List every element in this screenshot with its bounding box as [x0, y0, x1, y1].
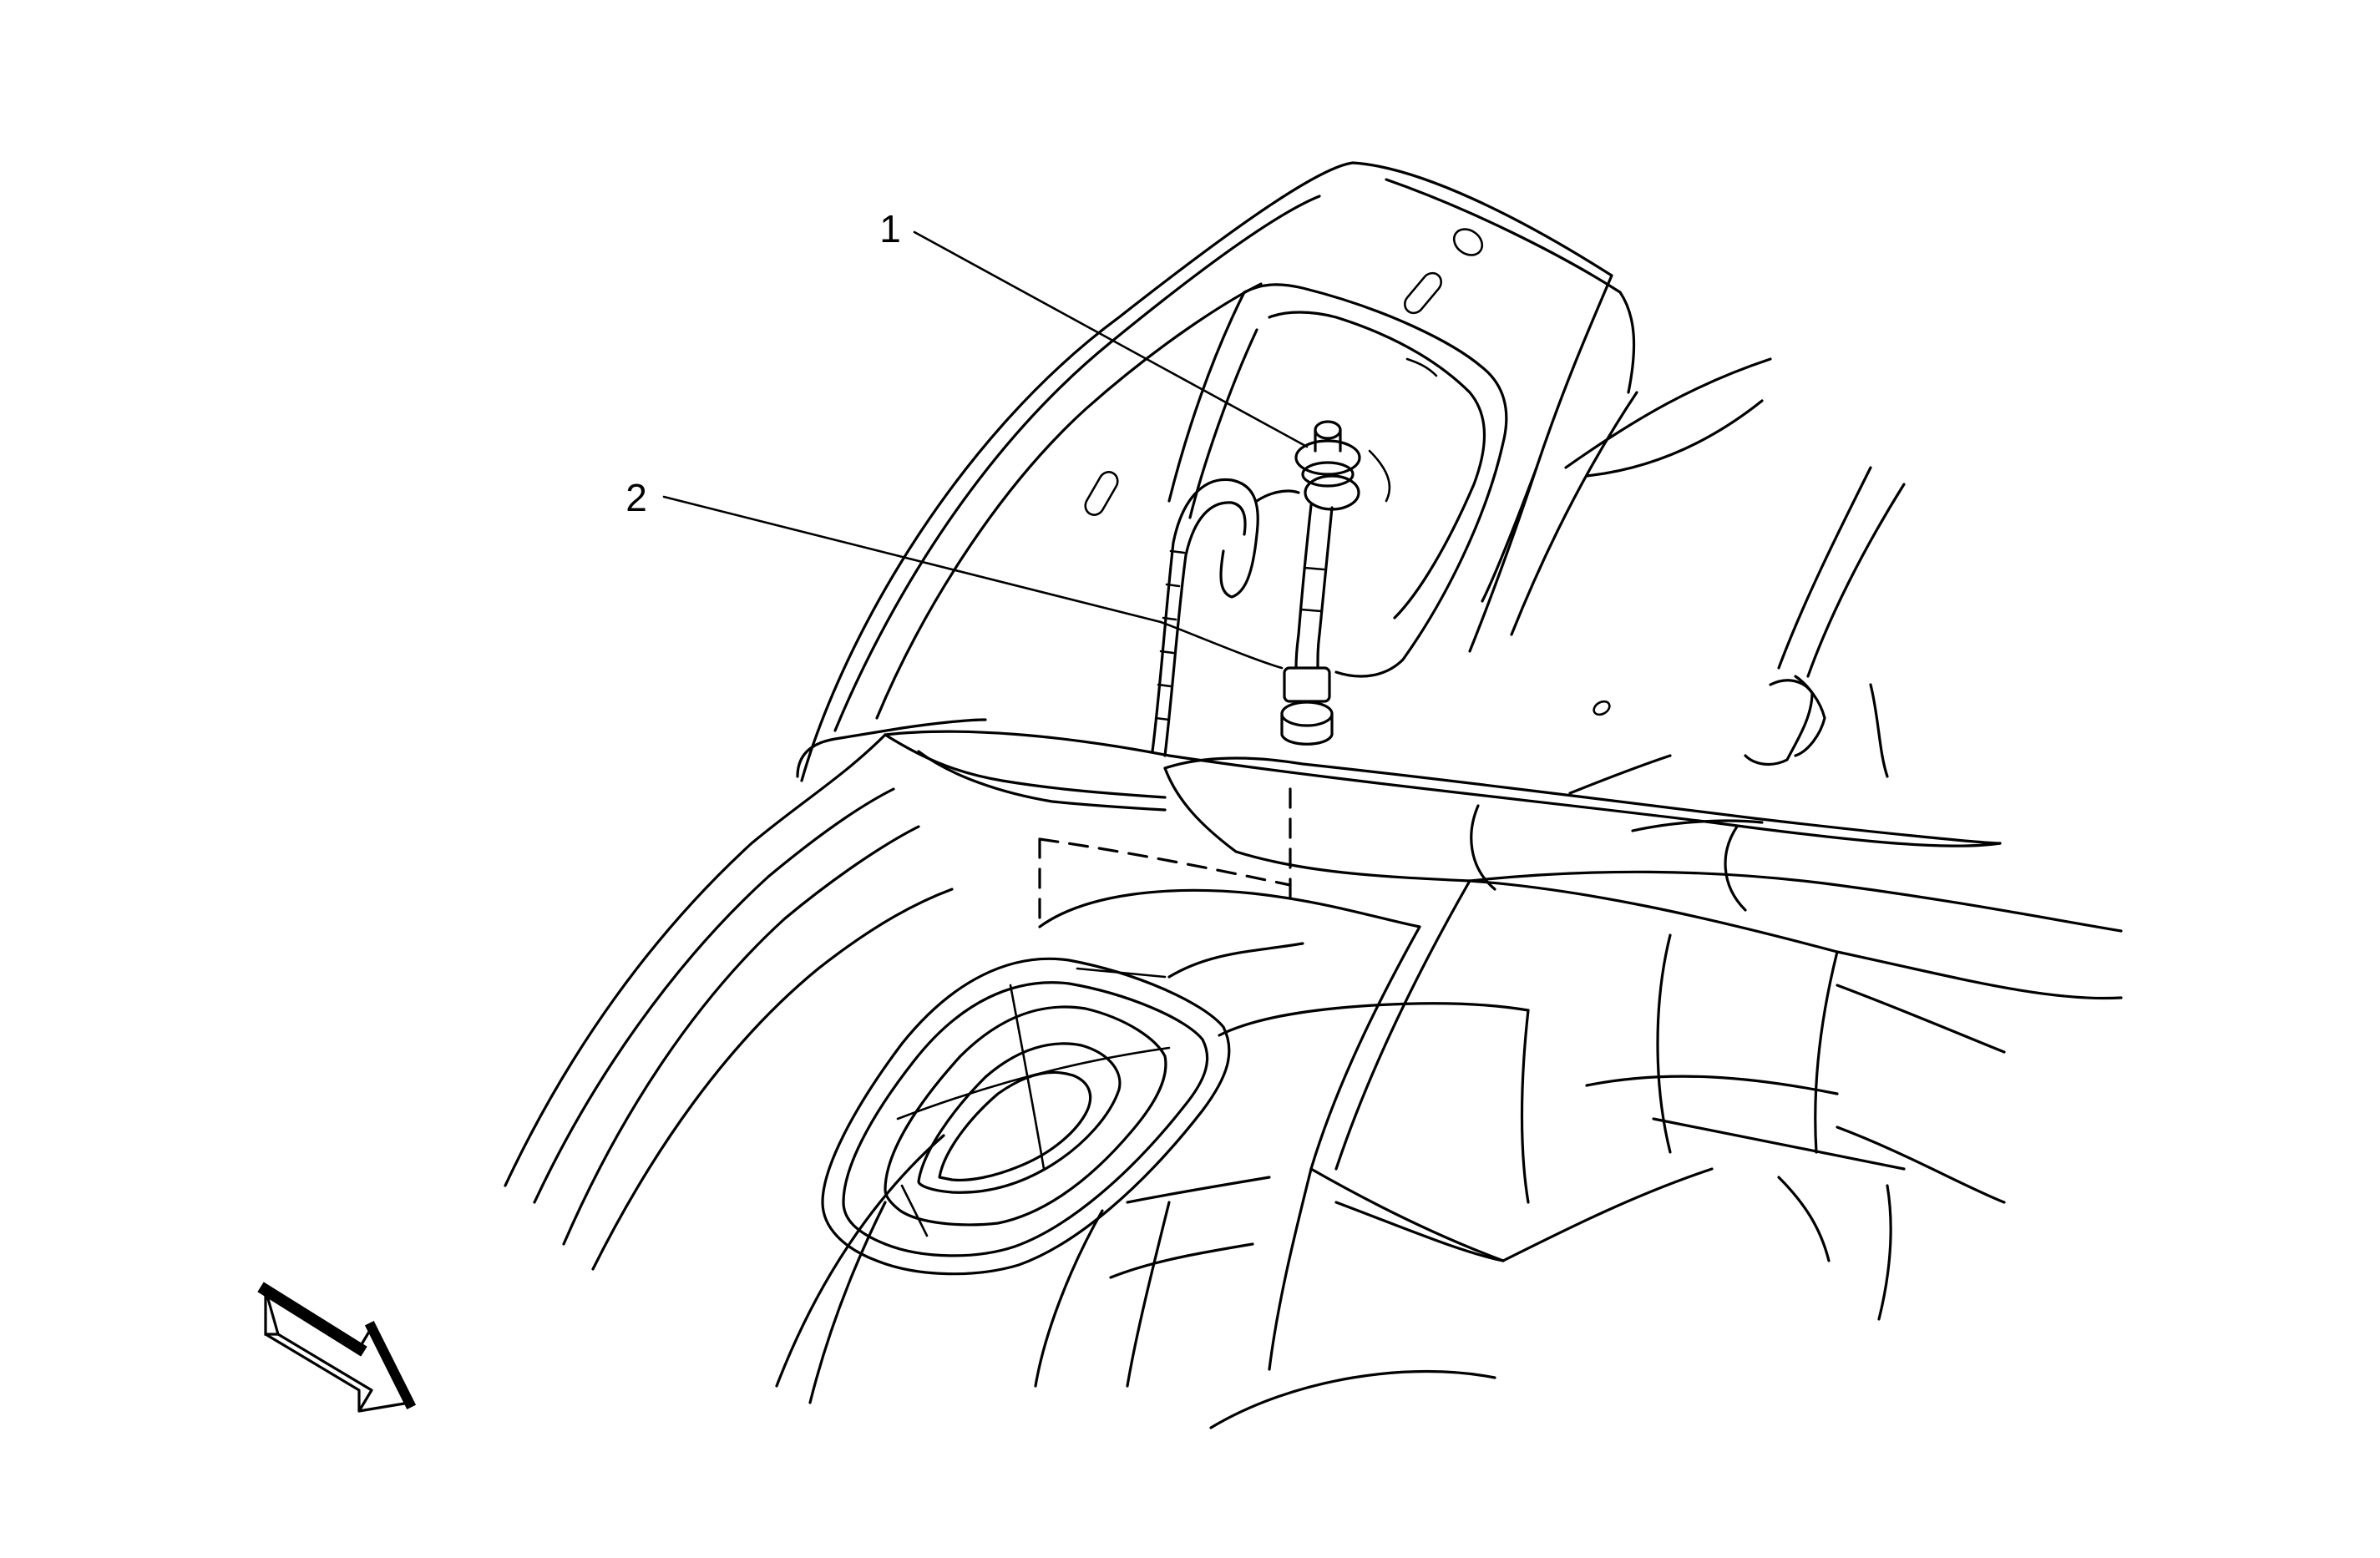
wiring-harness: [1151, 478, 1300, 757]
leader-line-1: [913, 230, 1309, 448]
hidden-component-dashed: [1038, 787, 1292, 928]
wheelhouse-arcs: [504, 733, 954, 1404]
leader-lines: [662, 230, 1309, 670]
panel-holes: [1084, 228, 1611, 716]
leader-line-2: [662, 495, 1162, 624]
upper-trim-panel: [796, 161, 1622, 782]
view-direction-arrow-icon: [257, 1282, 417, 1413]
main-rail: [884, 730, 2123, 1000]
upper-opening: [1167, 283, 1508, 678]
lower-vent-opening: [821, 957, 1231, 1276]
sensor-fastener: [1280, 420, 1361, 746]
right-body-panel: [1468, 274, 1906, 795]
callout-2-label: 2: [625, 476, 647, 519]
lower-right-body: [1034, 879, 2006, 1429]
callout-1-label: 1: [879, 207, 901, 250]
